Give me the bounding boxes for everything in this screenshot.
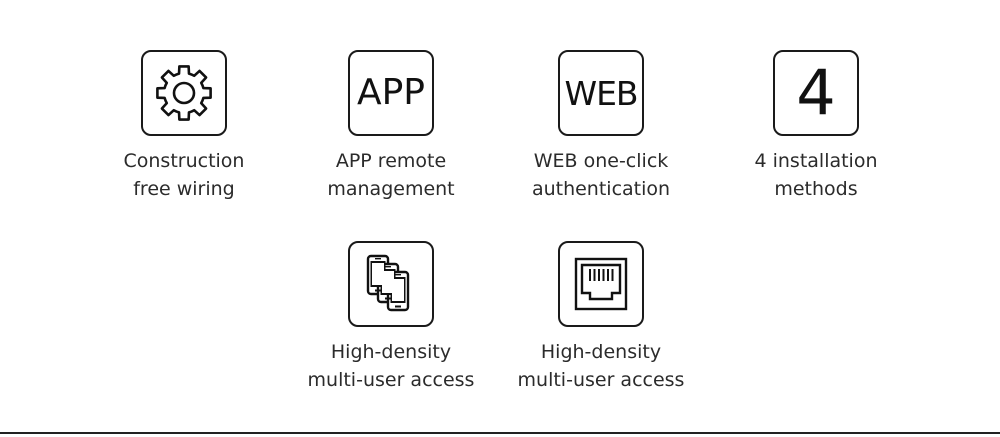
gear-icon xyxy=(156,65,212,121)
feature-caption: WEB one-click authentication xyxy=(532,147,670,203)
feature-web-one-click-authentication: WEB WEB one-click authentication xyxy=(491,50,711,203)
multiple-phones-icon xyxy=(366,254,410,312)
caption-line: free wiring xyxy=(133,178,235,200)
feature-4-installation-methods: 4 4 installation methods xyxy=(706,50,926,203)
feature-high-density-ethernet: High-density multi-user access xyxy=(491,241,711,394)
feature-caption: High-density multi-user access xyxy=(308,338,475,394)
feature-icon-box xyxy=(348,241,434,327)
feature-icon-box xyxy=(141,50,227,136)
caption-line: multi-user access xyxy=(517,369,685,391)
caption-line: 4 installation xyxy=(754,150,878,172)
caption-line: High-density xyxy=(540,341,662,363)
bottom-divider xyxy=(0,432,1000,434)
feature-app-remote-management: APP APP remote management xyxy=(281,50,501,203)
feature-icon-box: 4 xyxy=(773,50,859,136)
caption-line: WEB one-click xyxy=(533,150,669,172)
caption-line: authentication xyxy=(531,178,671,200)
caption-line: multi-user access xyxy=(307,369,475,391)
ethernet-port-icon xyxy=(574,257,628,311)
caption-line: Construction xyxy=(123,150,245,172)
caption-line: APP remote xyxy=(335,150,447,172)
feature-caption: High-density multi-user access xyxy=(518,338,685,394)
caption-line: methods xyxy=(774,178,858,200)
feature-icon-box: WEB xyxy=(558,50,644,136)
caption-line: High-density xyxy=(330,341,452,363)
feature-high-density-phones: High-density multi-user access xyxy=(281,241,501,394)
web-text-icon: WEB xyxy=(564,73,638,113)
feature-icon-box: APP xyxy=(348,50,434,136)
app-text-icon: APP xyxy=(356,72,426,113)
feature-caption: 4 installation methods xyxy=(754,147,877,203)
number-four-icon: 4 xyxy=(796,56,836,129)
feature-caption: APP remote management xyxy=(327,147,454,203)
feature-construction-free-wiring: Construction free wiring xyxy=(74,50,294,203)
feature-caption: Construction free wiring xyxy=(124,147,245,203)
feature-icon-box xyxy=(558,241,644,327)
caption-line: management xyxy=(327,178,455,200)
